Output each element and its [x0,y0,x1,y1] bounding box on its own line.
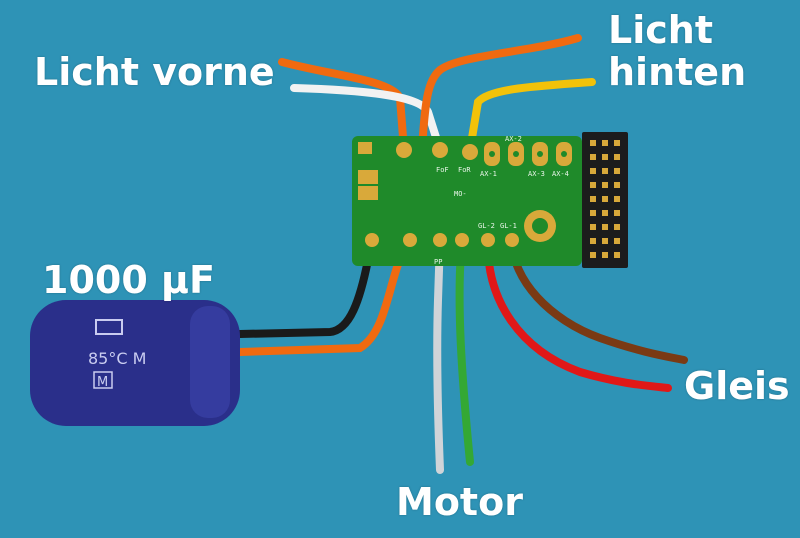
label-capacitor: 1000 µF [42,258,215,302]
label-front-light: Licht vorne [34,50,275,94]
label-track: Gleis [684,364,790,408]
wires-top [278,34,596,154]
capacitor-logo: M [97,375,108,390]
label-rear-light-line1: Licht [608,8,713,52]
wire-grey-motor [433,236,444,474]
pcb-label-fof: FoF [436,166,449,174]
header-pins [590,140,620,258]
pcb-label-pp: PP [434,258,442,266]
capacitor-rating: 85°C M [88,349,146,368]
wire-brown-track [508,236,688,364]
wire-red-track [483,236,672,392]
pcb-label-ax4: AX-4 [552,170,569,178]
capacitor-body [30,300,240,426]
pcb-label-ax1: AX-1 [480,170,497,178]
wire-orange-rear [418,34,582,154]
silkscreen: AX-2 FoF FoR AX-1 AX-3 AX-4 MO- GL-2 GL-… [434,135,569,266]
pcb-label-gl2: GL-2 [478,222,495,230]
wire-yellow-rear [466,78,596,154]
electrolytic-capacitor-icon: 85°C M M [30,300,240,426]
label-motor: Motor [396,480,523,524]
capacitor-stripe [190,306,230,418]
capacitor-logo-box [93,371,113,389]
capacitor-print-box [95,319,123,335]
pcb-label-for: FoR [458,166,471,174]
pcb-label-mo: MO- [454,190,467,198]
pcb-label-gl1: GL-1 [500,222,517,230]
label-rear-light: Licht hinten [608,8,747,94]
pad-holes [489,151,567,157]
mounting-hole [532,218,548,234]
label-rear-light-line2: hinten [608,49,747,94]
pcb-label-ax3: AX-3 [528,170,545,178]
decoder-board: AX-2 FoF FoR AX-1 AX-3 AX-4 MO- GL-2 GL-… [352,132,628,268]
pcb-label-ax2: AX-2 [505,135,522,143]
